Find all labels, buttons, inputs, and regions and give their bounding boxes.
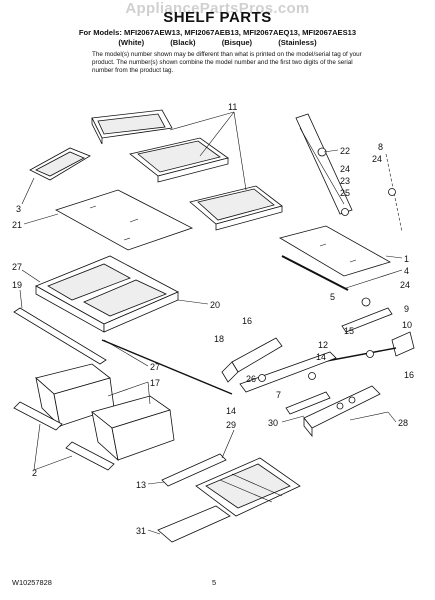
callout: 16 xyxy=(242,316,252,326)
shelf-tray-small xyxy=(91,109,173,145)
color-bisque: (Bisque) xyxy=(221,38,253,47)
deli-pan xyxy=(195,457,301,517)
glass-shelf-right xyxy=(278,225,392,277)
model-colors: (White) (Black) (Bisque) (Stainless) xyxy=(0,38,435,47)
callout: 28 xyxy=(398,418,408,428)
bracket-right xyxy=(341,307,393,333)
color-black: (Black) xyxy=(170,38,196,47)
screw-icon xyxy=(366,350,374,358)
slide-rail-left xyxy=(221,337,283,383)
callout: 1 xyxy=(404,254,409,264)
callout: 8 xyxy=(378,142,383,152)
callout: 30 xyxy=(268,418,278,428)
crisper-drawer-left xyxy=(35,363,115,428)
screw-icon xyxy=(361,297,371,307)
callout: 20 xyxy=(210,300,220,310)
drawer-handle-top xyxy=(13,401,63,431)
color-stainless: (Stainless) xyxy=(278,38,317,47)
crisper-drawer-right xyxy=(91,395,175,462)
model-note: The model(s) number shown may be differe… xyxy=(92,51,362,74)
callout: 14 xyxy=(226,406,236,416)
drawer-handle-bottom xyxy=(65,441,115,471)
shelf-cover-strip xyxy=(161,453,227,487)
slide-rail-right xyxy=(303,385,381,438)
callout: 15 xyxy=(344,326,354,336)
shelf-rail-upright xyxy=(295,113,353,216)
trim-strip-bottom xyxy=(157,505,231,543)
shelf-tray-middle xyxy=(129,137,229,183)
callout: 24 xyxy=(340,164,350,174)
watermark: AppliancePartsPros.com xyxy=(125,0,310,17)
callout: 3 xyxy=(16,204,21,214)
callout: 19 xyxy=(12,280,22,290)
models-line: For Models: MFI2067AEW13, MFI2067AEB13, … xyxy=(78,28,357,37)
callout: 24 xyxy=(400,280,410,290)
callout: 7 xyxy=(276,390,281,400)
callout: 17 xyxy=(150,378,160,388)
callout: 24 xyxy=(372,154,382,164)
callout: 29 xyxy=(226,420,236,430)
shelf-tray-left-bracket xyxy=(29,147,91,181)
shelf-tray-right xyxy=(189,185,283,231)
callout: 10 xyxy=(402,320,412,330)
callout: 27 xyxy=(150,362,160,372)
callout: 21 xyxy=(12,220,22,230)
divider-strip xyxy=(13,307,107,365)
callout: 2 xyxy=(32,468,37,478)
screw-icon xyxy=(258,374,266,382)
color-white: (White) xyxy=(118,38,145,47)
callout: 12 xyxy=(318,340,328,350)
callout: 18 xyxy=(214,334,224,344)
glass-shelf xyxy=(55,189,194,251)
crisper-cover-frame xyxy=(35,255,179,333)
callout: 14 xyxy=(316,352,326,362)
page-title: SHELF PARTS xyxy=(163,9,272,26)
screw-icon xyxy=(308,372,316,380)
end-cap-right xyxy=(391,331,415,357)
callout: 22 xyxy=(340,146,350,156)
center-rail xyxy=(239,351,337,393)
callout: 4 xyxy=(404,266,409,276)
callout: 5 xyxy=(330,292,335,302)
callout: 9 xyxy=(404,304,409,314)
callout: 16 xyxy=(404,370,414,380)
callout: 27 xyxy=(12,262,22,272)
screw-icon xyxy=(388,188,396,196)
document-number: W10257828 xyxy=(12,578,52,587)
callout: 26 xyxy=(246,374,256,384)
callout: 25 xyxy=(340,188,350,198)
bracket-small xyxy=(285,391,331,415)
callout: 23 xyxy=(340,176,350,186)
callout: 31 xyxy=(136,526,146,536)
callout: 11 xyxy=(228,102,237,112)
callout: 13 xyxy=(136,480,146,490)
page-number: 5 xyxy=(212,578,217,587)
